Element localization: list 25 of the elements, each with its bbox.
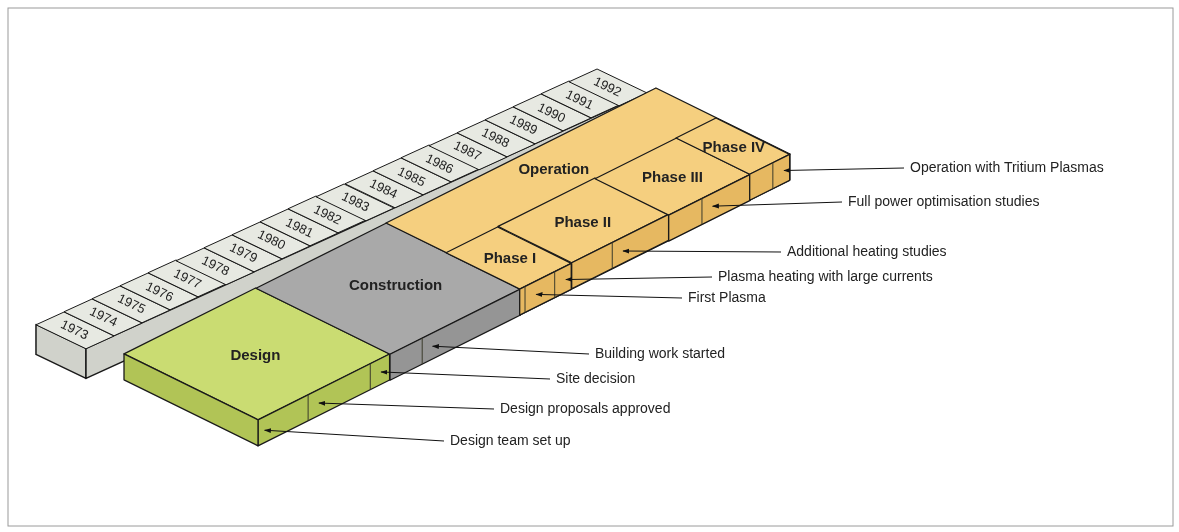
block-label: Design [230, 346, 281, 364]
leader-arrow [431, 344, 590, 355]
leader-arrow [535, 292, 683, 299]
annotation-text: Design team set up [450, 432, 571, 449]
annotation-text: Plasma heating with large currents [718, 268, 933, 285]
annotation-text: Site decision [556, 370, 636, 387]
annotation-text: Full power optimisation studies [848, 193, 1040, 210]
leader-arrow [380, 369, 551, 380]
annotation-text: First Plasma [688, 289, 766, 306]
annotation-text: Operation with Tritium Plasmas [910, 159, 1104, 176]
block-label: Operation [518, 159, 590, 177]
leader-arrow [622, 248, 782, 254]
leader-arrow [711, 201, 843, 209]
block-label: Construction [348, 276, 443, 294]
leader-arrow [783, 167, 905, 173]
block-label: Phase III [642, 168, 703, 186]
annotation-text: Design proposals approved [500, 400, 671, 417]
leader-arrow [565, 276, 713, 282]
annotation-text: Additional heating studies [787, 243, 947, 260]
leader-arrow [318, 400, 495, 410]
block-label: Phase II [554, 213, 612, 231]
annotation-text: Building work started [595, 345, 725, 362]
block-label: Phase IV [702, 137, 766, 155]
leader-arrow [263, 428, 445, 442]
block-label: Phase I [483, 249, 537, 267]
